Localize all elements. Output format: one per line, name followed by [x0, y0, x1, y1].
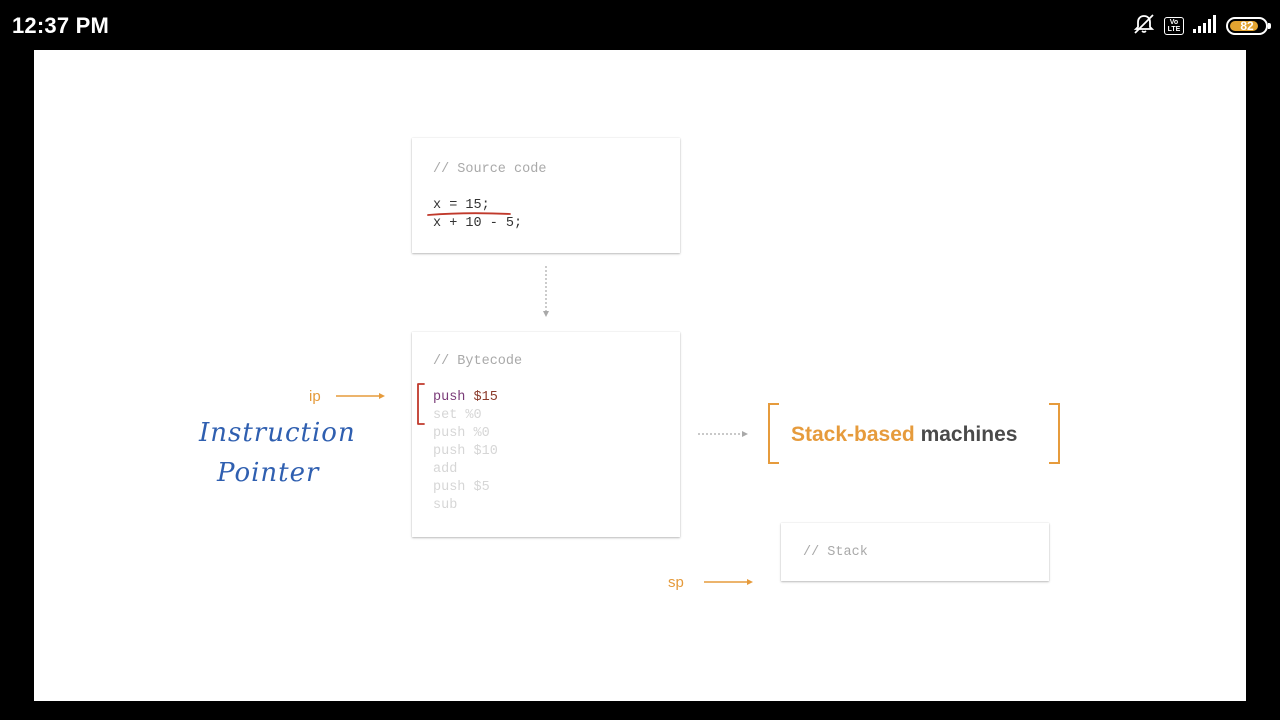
ip-label: ip	[309, 388, 321, 405]
title-rest: machines	[920, 423, 1018, 446]
title-accent: Stack-based	[791, 423, 915, 446]
stack-card: // Stack	[781, 523, 1049, 581]
annotation-line-1: Instruction	[199, 418, 356, 448]
bytecode-active-line: push $15	[433, 390, 498, 405]
battery-level: 82	[1240, 19, 1254, 33]
source-line-2: x + 10 - 5;	[433, 216, 523, 231]
bytecode-active-arg: $15	[473, 390, 498, 405]
mute-icon	[1132, 13, 1156, 40]
current-instruction-bracket	[417, 383, 425, 425]
title-bracket-right	[1049, 403, 1060, 464]
title-bracket-left	[768, 403, 779, 464]
sp-arrow	[704, 579, 753, 585]
status-time: 12:37 PM	[12, 13, 109, 38]
ip-arrow	[336, 393, 385, 399]
bytecode-line: add	[433, 462, 458, 477]
bytecode-line: push $5	[433, 480, 490, 495]
bytecode-active-op: push	[433, 390, 466, 405]
compile-arrow	[543, 266, 549, 317]
bytecode-line: push %0	[433, 426, 490, 441]
signal-icon	[1192, 14, 1218, 39]
annotation-line-2: Pointer	[217, 458, 320, 488]
bytecode-to-title-arrow	[698, 431, 748, 437]
bytecode-line: sub	[433, 498, 458, 513]
stack-comment: // Stack	[803, 545, 868, 560]
sp-label: sp	[668, 574, 684, 591]
bytecode-comment: // Bytecode	[433, 354, 523, 369]
battery-tip	[1268, 23, 1271, 29]
bottom-bar	[0, 701, 1280, 720]
bytecode-line: push $10	[433, 444, 498, 459]
bytecode-line: set %0	[433, 408, 482, 423]
source-code-card: // Source code x = 15; x + 10 - 5;	[412, 138, 680, 253]
status-bar: 12:37 PM Vo LTE 82	[0, 0, 1280, 50]
volte-icon: Vo LTE	[1164, 17, 1184, 35]
battery-fill	[1230, 21, 1258, 31]
source-line-1: x = 15;	[433, 198, 490, 213]
bytecode-card: // Bytecode push $15 set %0 push %0 push…	[412, 332, 680, 537]
battery-icon: 82	[1226, 17, 1271, 35]
source-code-comment: // Source code	[433, 162, 547, 177]
stack-based-title: Stack-based machines	[791, 423, 1017, 447]
slide: // Source code x = 15; x + 10 - 5; // By…	[34, 50, 1246, 701]
underline-annotation	[427, 212, 511, 216]
status-icons: Vo LTE 82	[1132, 13, 1271, 40]
